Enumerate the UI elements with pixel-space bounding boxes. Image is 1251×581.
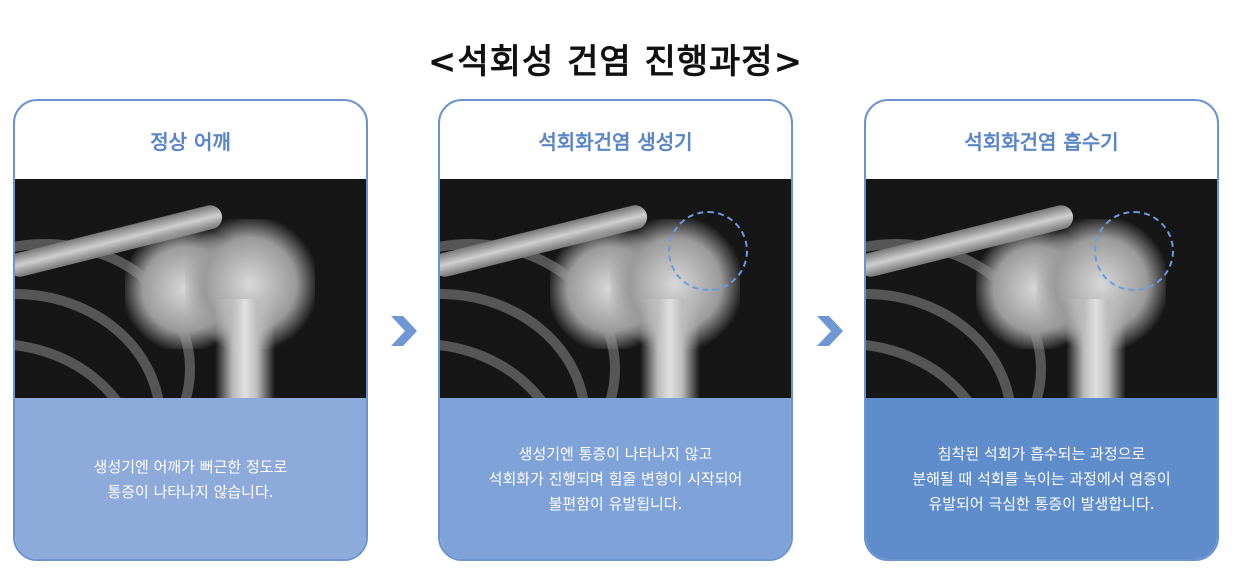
shoulder-xray-image xyxy=(440,179,791,398)
description-line: 통증이 나타나지 않습니다. xyxy=(107,482,274,501)
description-line: 불편함이 유발됩니다. xyxy=(548,495,683,513)
description-line: 분해될 때 석회를 녹이는 과정에서 염증이 xyxy=(912,470,1171,488)
stage-heading: 석회화건염 생성기 xyxy=(538,129,693,154)
calcification-marker xyxy=(1094,211,1174,291)
shoulder-xray-image xyxy=(15,179,366,398)
page-title: <석회성 건염 진행과정> xyxy=(427,42,804,82)
stage-heading: 정상 어깨 xyxy=(150,129,231,154)
description-line: 유발되어 극심한 통증이 발생합니다. xyxy=(928,495,1155,513)
stage-heading: 석회화건염 흡수기 xyxy=(964,129,1119,154)
description-line: 생성기엔 어깨가 뻐근한 정도로 xyxy=(93,457,288,476)
description-line: 생성기엔 통증이 나타나지 않고 xyxy=(518,445,713,463)
description-line: 침착된 석회가 흡수되는 과정으로 xyxy=(937,445,1146,463)
chevron-right-icon xyxy=(391,316,417,346)
chevron-right-icon xyxy=(817,316,843,346)
description-line: 석회화가 진행되며 힘줄 변형이 시작되어 xyxy=(488,470,743,488)
shoulder-xray-image xyxy=(866,179,1217,398)
calcification-marker xyxy=(668,211,748,291)
